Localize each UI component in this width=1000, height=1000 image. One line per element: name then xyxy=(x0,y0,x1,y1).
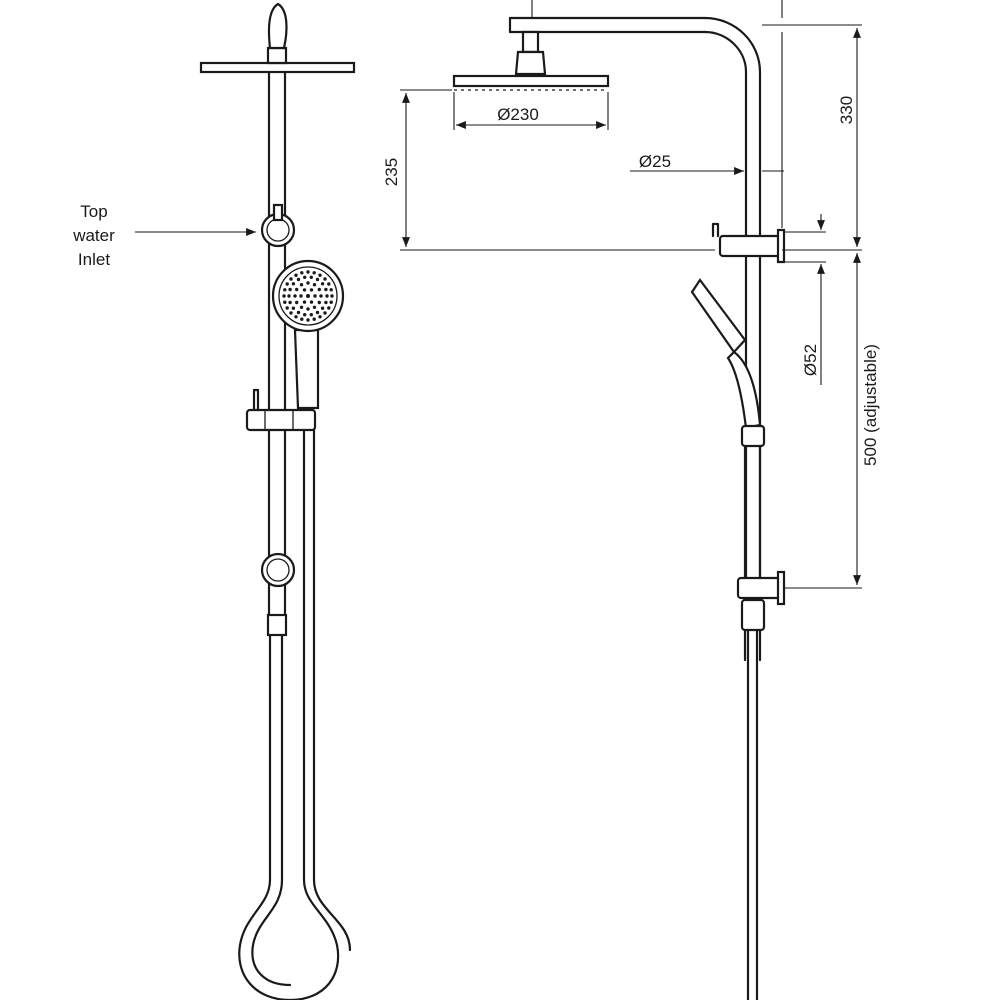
lower-bracket xyxy=(736,576,784,600)
spray-hole xyxy=(285,282,289,286)
slider-bracket xyxy=(245,408,317,432)
spray-hole xyxy=(295,300,299,305)
spray-hole xyxy=(285,306,289,310)
spray-hole xyxy=(318,273,322,277)
spray-hole xyxy=(293,294,297,298)
rain-head-side xyxy=(452,74,610,88)
spray-hole xyxy=(317,287,321,292)
spray-hole xyxy=(283,288,287,292)
spray-hole xyxy=(323,311,327,315)
spray-hole xyxy=(303,275,307,279)
spray-hole xyxy=(306,270,310,274)
spray-hole xyxy=(302,300,307,304)
spray-hole xyxy=(300,271,304,275)
hose xyxy=(238,618,292,1000)
spray-hole xyxy=(315,310,320,315)
spray-hole xyxy=(291,306,296,310)
front-view: Top water Inlet xyxy=(72,2,356,1000)
spray-hole xyxy=(330,294,334,298)
spray-hole xyxy=(329,300,333,304)
spray-hole xyxy=(312,283,317,287)
spray-hole xyxy=(329,288,333,292)
dim-head-height: 235 xyxy=(382,158,401,186)
spray-hole xyxy=(320,282,325,286)
spray-hole xyxy=(282,294,286,298)
spray-hole xyxy=(309,275,313,279)
spray-hole xyxy=(299,294,303,298)
spray-hole xyxy=(309,313,313,317)
riser-rail xyxy=(267,68,287,627)
spray-hole xyxy=(309,300,314,304)
spray-hole xyxy=(323,277,327,281)
rain-head-front xyxy=(199,61,356,74)
spray-hole xyxy=(320,306,325,310)
spray-hole xyxy=(303,313,307,317)
dim-bracket-diameter: Ø52 xyxy=(801,344,820,376)
diverter-bracket xyxy=(718,234,782,258)
spray-hole xyxy=(296,277,301,282)
spray-hole xyxy=(283,300,287,304)
inlet-label-1: Top xyxy=(80,202,107,221)
spray-hole xyxy=(299,283,304,287)
shower-arm xyxy=(508,16,762,602)
dim-rail-adjust: 500 (adjustable) xyxy=(861,344,880,466)
spray-hole xyxy=(312,271,316,275)
spray-holes xyxy=(282,270,334,322)
spray-hole xyxy=(306,294,310,298)
spray-hole xyxy=(315,277,320,282)
spray-hole xyxy=(312,305,317,309)
spray-hole xyxy=(324,287,328,292)
spray-hole xyxy=(317,300,321,305)
dim-arm-height: 330 xyxy=(837,96,856,124)
spray-hole xyxy=(318,315,322,319)
spray-hole xyxy=(313,294,317,298)
spray-hole xyxy=(300,317,304,321)
spray-hole xyxy=(287,294,291,298)
spray-hole xyxy=(319,294,323,298)
spray-hole xyxy=(327,282,331,286)
inlet-label-3: Inlet xyxy=(78,250,110,269)
side-view: Ø230 Ø25 235 330 Ø52 500 (adjustable) xyxy=(382,0,880,1000)
spray-hole xyxy=(324,300,328,305)
dim-head-diameter: Ø230 xyxy=(497,105,539,124)
spray-hole xyxy=(309,288,314,292)
inlet-label-2: water xyxy=(72,226,115,245)
spray-hole xyxy=(306,318,310,322)
spray-hole xyxy=(295,287,299,292)
hand-shower-side xyxy=(690,278,747,354)
spray-hole xyxy=(294,315,298,319)
spray-hole xyxy=(288,287,292,292)
spray-hole xyxy=(327,306,331,310)
dim-rail-diameter: Ø25 xyxy=(639,152,671,171)
spray-hole xyxy=(312,317,316,321)
spray-hole xyxy=(289,277,293,281)
spray-hole xyxy=(294,273,298,277)
spray-hole xyxy=(325,294,329,298)
spray-hole xyxy=(299,305,304,309)
spray-hole xyxy=(291,282,296,286)
spray-hole xyxy=(302,288,307,292)
spray-hole xyxy=(288,300,292,305)
spray-hole xyxy=(289,311,293,315)
spray-hole xyxy=(296,310,301,315)
spray-hole xyxy=(306,281,310,285)
hand-shower-handle xyxy=(293,328,320,410)
spray-hole xyxy=(306,307,310,311)
